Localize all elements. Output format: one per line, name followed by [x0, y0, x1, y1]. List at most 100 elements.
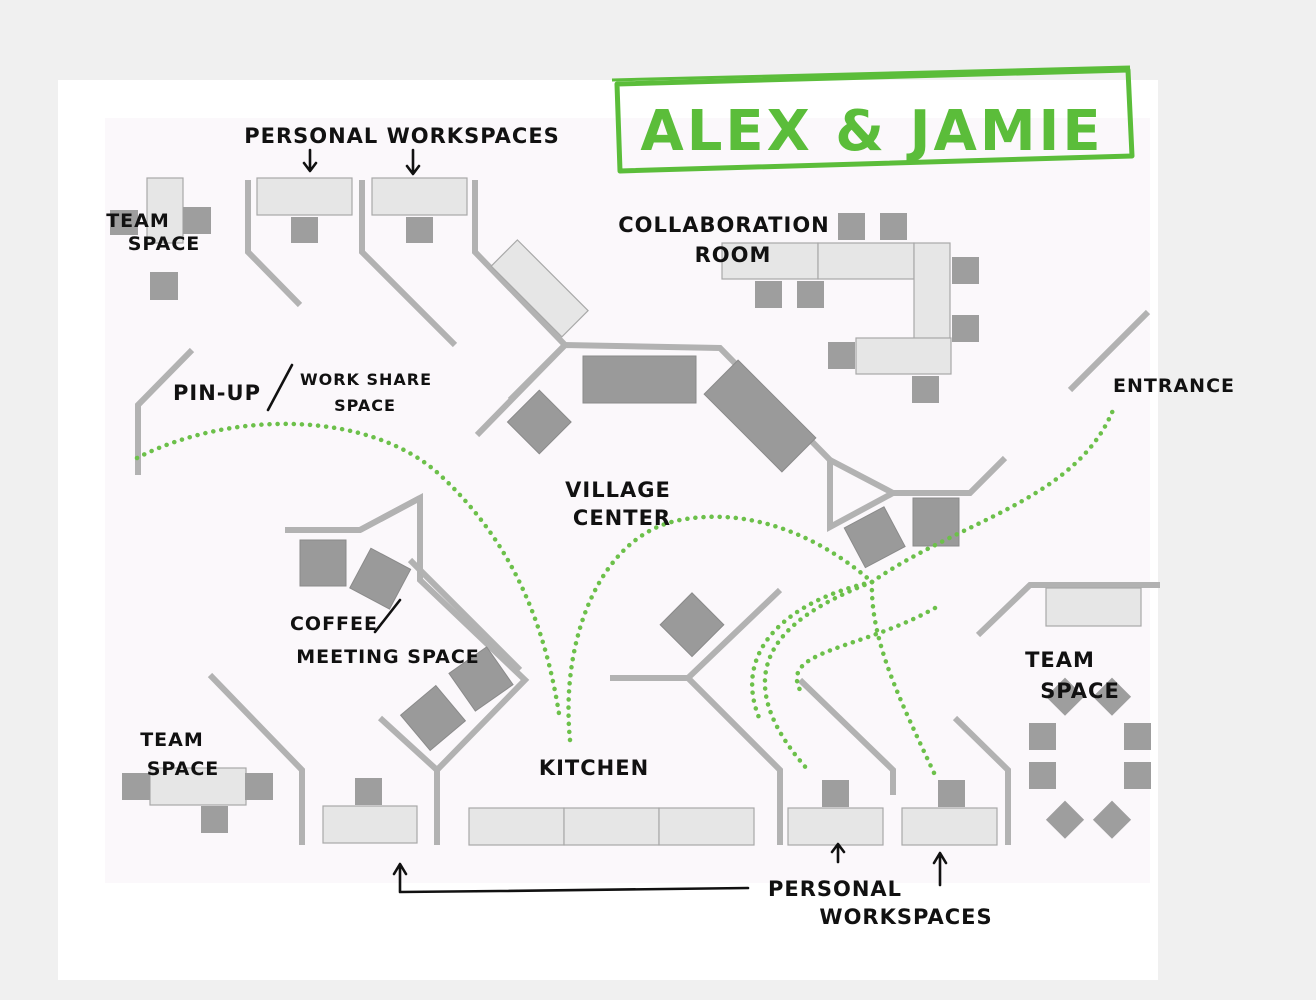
team-table	[1045, 587, 1142, 627]
chair	[150, 272, 178, 300]
label-team-space-bottom-left: SPACE	[147, 758, 220, 780]
chair	[828, 342, 855, 369]
slash-divider	[266, 363, 294, 412]
chair	[1029, 723, 1056, 750]
chair	[1029, 762, 1056, 789]
village-table	[843, 506, 906, 569]
labels: PERSONAL WORKSPACES TEAM SPACE COLLABORA…	[106, 124, 1235, 929]
title-frame-stroke	[611, 65, 1131, 82]
chair	[355, 778, 382, 805]
wall	[245, 180, 303, 308]
label-pin-up: PIN-UP	[173, 381, 261, 405]
personal-desk	[787, 807, 884, 846]
chair	[755, 281, 782, 308]
wall	[797, 677, 896, 795]
circulation-path	[566, 514, 875, 743]
wall	[952, 715, 1011, 845]
village-table	[912, 497, 960, 547]
circulation-path	[794, 605, 938, 693]
label-coffee: COFFEE	[290, 613, 378, 635]
label-personal-workspaces-bottom: WORKSPACES	[819, 905, 992, 929]
chair	[201, 806, 228, 833]
arrow-down-icon	[302, 148, 318, 173]
chair	[183, 207, 211, 234]
arrow-up-icon	[830, 842, 846, 864]
chair	[122, 773, 150, 800]
arrow-left-up-icon	[392, 862, 750, 894]
label-personal-workspaces-top: PERSONAL WORKSPACES	[244, 124, 560, 148]
plan-title: ALEX & JAMIE	[640, 99, 1103, 164]
circulation-path	[749, 579, 875, 723]
wall	[472, 180, 568, 348]
chair	[822, 780, 849, 807]
village-table	[582, 355, 697, 404]
wall	[685, 675, 783, 845]
label-work-share: WORK SHARE	[300, 370, 432, 389]
chair	[838, 213, 865, 240]
circulation-paths	[134, 402, 1118, 778]
wall	[135, 347, 195, 475]
wall	[407, 557, 523, 673]
meeting-table	[349, 547, 412, 610]
collab-table	[855, 337, 952, 375]
chair	[912, 376, 939, 403]
wall	[474, 341, 1008, 533]
village-table	[659, 592, 725, 658]
wall	[1067, 309, 1151, 393]
circulation-path	[869, 402, 1118, 585]
collab-table	[817, 242, 915, 280]
counter	[490, 239, 589, 338]
label-kitchen: KITCHEN	[539, 756, 649, 780]
label-collaboration-room: COLLABORATION	[618, 213, 830, 237]
chair	[797, 281, 824, 308]
wall	[358, 495, 422, 533]
personal-desk	[322, 805, 418, 844]
chair	[245, 773, 273, 800]
chair	[880, 213, 907, 240]
personal-desk	[901, 807, 998, 846]
label-personal-workspaces-bottom: PERSONAL	[768, 877, 902, 901]
chair	[1045, 800, 1085, 839]
chair	[938, 780, 965, 807]
wall	[507, 342, 568, 403]
walls	[135, 180, 1160, 845]
title-frame	[614, 67, 1135, 174]
kitchen-counter	[468, 807, 565, 846]
chair	[110, 210, 138, 235]
village-table	[506, 389, 572, 455]
meeting-table	[448, 646, 514, 712]
label-team-space-right: TEAM	[1025, 648, 1095, 672]
wall	[975, 582, 1160, 638]
kitchen-counter	[658, 807, 755, 846]
label-team-space-right: SPACE	[1040, 679, 1120, 703]
meeting-table	[399, 684, 467, 752]
circulation-path	[762, 579, 875, 773]
label-village-center: VILLAGE	[565, 478, 671, 502]
wall	[828, 457, 895, 496]
floor-area	[105, 118, 1150, 883]
label-team-space-bottom-left: TEAM	[140, 729, 204, 751]
collab-table	[721, 242, 819, 280]
chair	[1045, 677, 1085, 716]
chair	[1124, 723, 1151, 750]
label-team-space-top-left: SPACE	[128, 233, 201, 255]
wall	[207, 672, 305, 845]
chair	[406, 217, 433, 243]
chair	[952, 315, 979, 342]
personal-desk	[256, 177, 353, 216]
label-meeting-space: MEETING SPACE	[296, 646, 480, 668]
label-team-space-top-left: TEAM	[106, 210, 170, 232]
personal-desk	[371, 177, 468, 216]
arrow-down-icon	[405, 148, 421, 176]
wall	[359, 180, 458, 348]
kitchen-counter	[563, 807, 660, 846]
chair	[291, 217, 318, 243]
arrow-up-icon	[932, 851, 948, 887]
slash-divider	[373, 598, 402, 634]
wall	[377, 715, 440, 773]
village-table	[703, 359, 817, 473]
label-entrance: ENTRANCE	[1113, 375, 1235, 397]
arrows	[266, 148, 948, 894]
chair	[1092, 677, 1132, 716]
